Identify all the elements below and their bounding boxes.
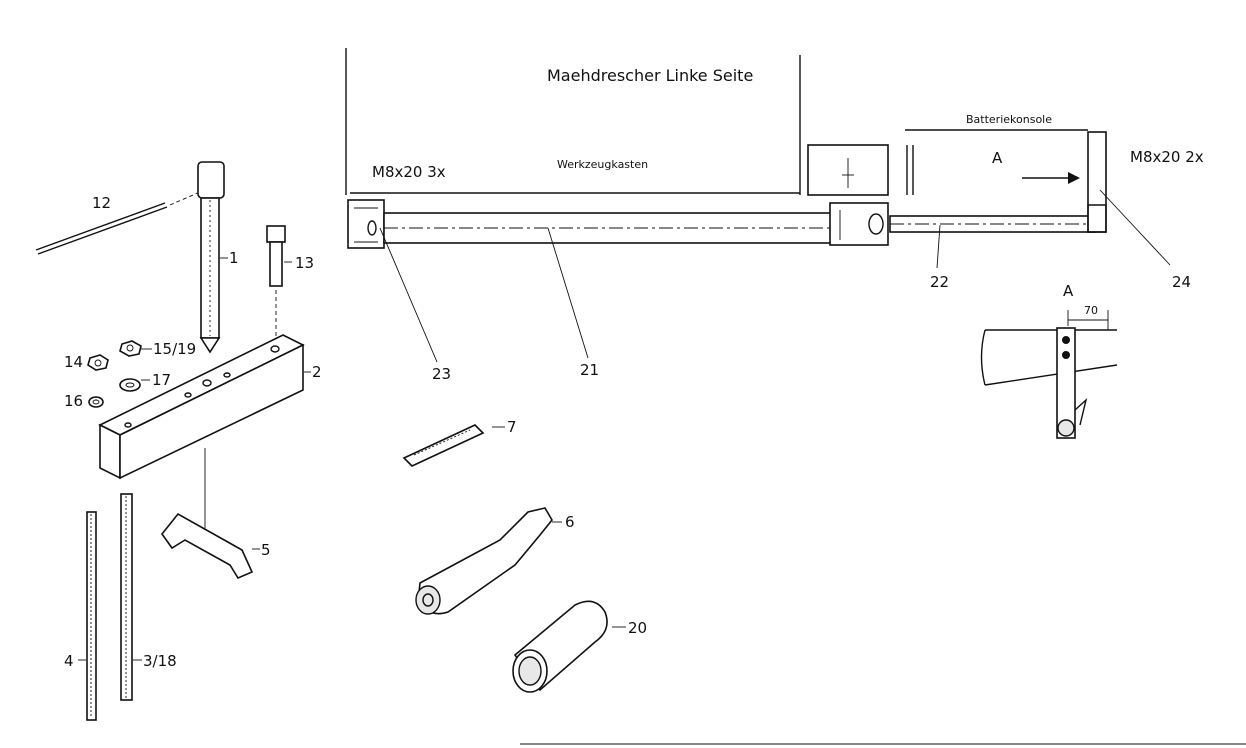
nut-15-19 (119, 340, 152, 357)
spindle-1 (197, 161, 228, 354)
callout-14: 14 (64, 353, 83, 371)
callout-12: 12 (92, 194, 111, 212)
detail-view-a (980, 310, 1118, 439)
toolbox-label: Werkzeugkasten (557, 158, 648, 171)
callout-23: 23 (432, 365, 451, 383)
coupling (829, 202, 889, 246)
callout-1: 1 (229, 249, 239, 267)
bolts-right-label: M8x20 2x (1130, 148, 1204, 166)
handle-6 (415, 507, 562, 615)
dimension-70: 70 (1084, 304, 1098, 317)
rod-22 (889, 215, 1096, 233)
combine-outline (345, 48, 801, 195)
bolt-13 (266, 225, 292, 336)
callout-5: 5 (261, 541, 271, 559)
toolbox-bracket (347, 199, 385, 249)
block-2 (98, 334, 311, 480)
nut-14 (87, 354, 109, 371)
callout-2: 2 (312, 363, 322, 381)
rod-12 (35, 191, 201, 255)
rod-3-18 (120, 493, 142, 701)
tube-21 (383, 212, 835, 244)
sleeve-20 (512, 600, 626, 693)
callout-17: 17 (152, 371, 171, 389)
callout-15-19: 15/19 (153, 340, 196, 358)
callout-22: 22 (930, 273, 949, 291)
callout-24: 24 (1172, 273, 1191, 291)
detail-view-label: A (1063, 282, 1074, 300)
callout-20: 20 (628, 619, 647, 637)
battery-console-label: Batteriekonsole (966, 113, 1052, 126)
view-marker: A (992, 149, 1003, 167)
plate-7 (402, 424, 505, 467)
callout-4: 4 (64, 652, 74, 670)
washer-16 (88, 396, 104, 408)
clamp-5 (160, 448, 260, 580)
battery-console (807, 129, 1107, 233)
callout-16: 16 (64, 392, 83, 410)
main-title: Maehdrescher Linke Seite (547, 66, 753, 85)
callout-13: 13 (295, 254, 314, 272)
callout-21: 21 (580, 361, 599, 379)
washer-17 (119, 378, 150, 392)
rod-4 (78, 511, 97, 721)
callout-3-18: 3/18 (143, 652, 177, 670)
view-arrow (1022, 172, 1080, 184)
callout-7: 7 (507, 418, 517, 436)
bolts-left-label: M8x20 3x (372, 163, 446, 181)
leaders-top (379, 189, 1171, 363)
callout-6: 6 (565, 513, 575, 531)
